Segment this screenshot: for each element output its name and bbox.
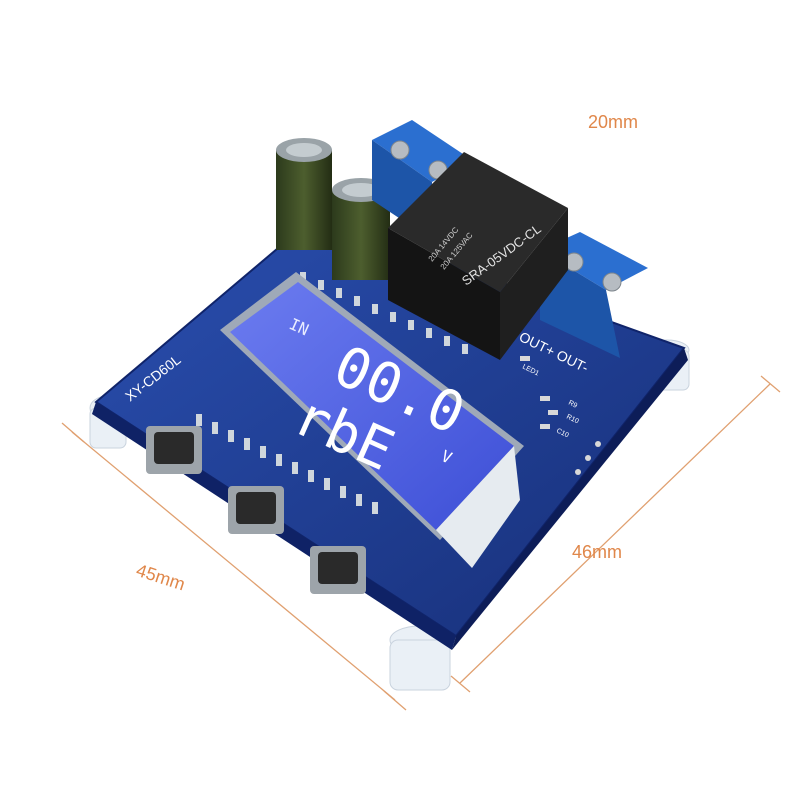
left-dimension-line: [71, 431, 396, 701]
dimension-top-label: 20mm: [588, 112, 639, 132]
button-3: [310, 546, 366, 594]
lcd-pins: [300, 272, 468, 354]
label-r10: R10: [565, 414, 580, 426]
dimension-right-label: 46mm: [572, 542, 623, 562]
label-r9: R9: [567, 400, 578, 410]
relay: 20A 14VDC 20A 125VAC SRA-05VDC-CL: [388, 152, 568, 360]
lcd-display: IN 00.0 V rbE: [220, 272, 524, 568]
button-1: [146, 426, 202, 474]
dimension-lines: [61, 375, 781, 711]
label-c10: C10: [555, 428, 570, 440]
right-dimension-line: [459, 383, 771, 684]
capacitor-1: [276, 138, 332, 250]
smd-components: [520, 356, 601, 475]
button-2: [228, 486, 284, 534]
lcd-bottom-pins: [196, 414, 378, 514]
